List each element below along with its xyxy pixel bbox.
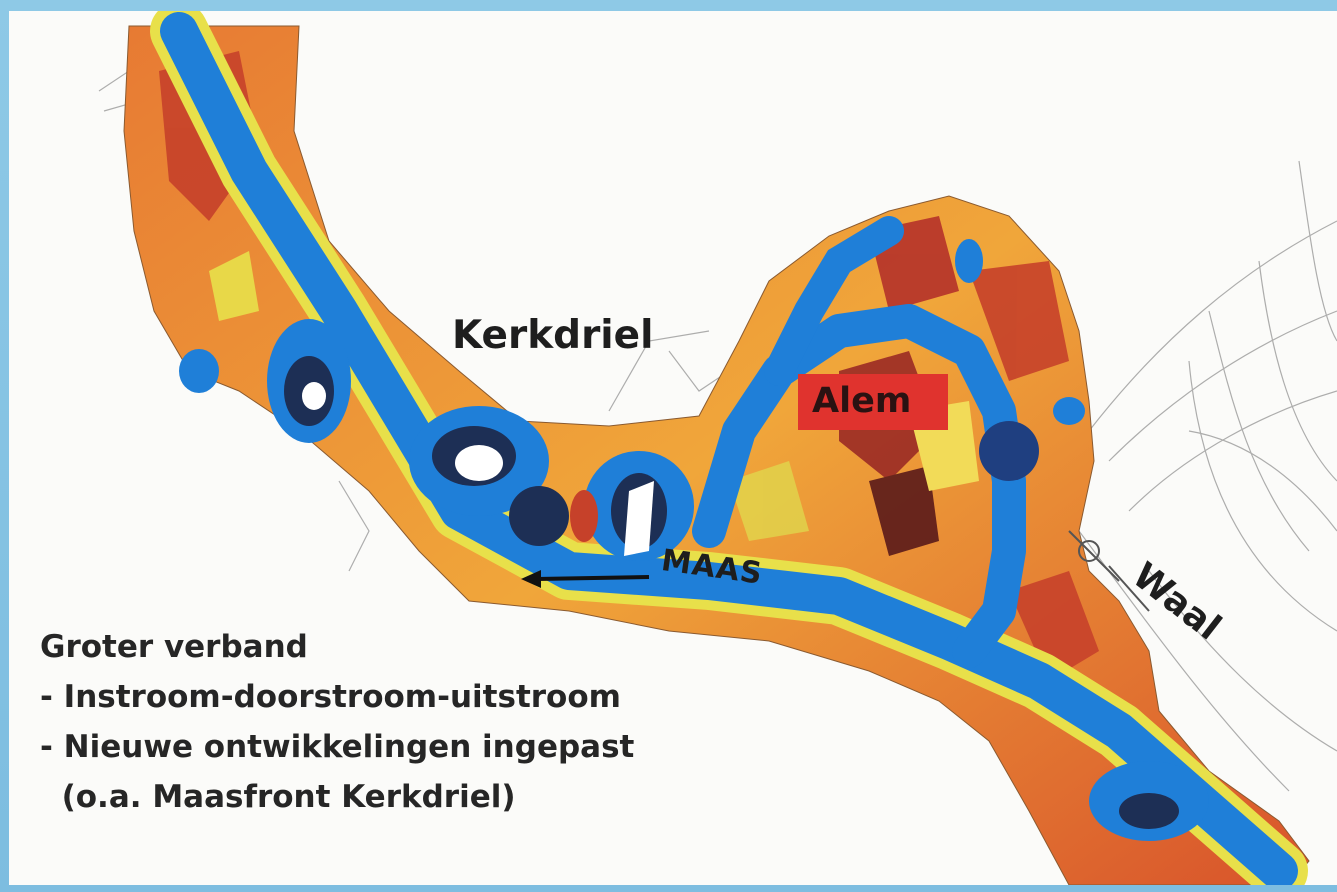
road-network xyxy=(98,70,1337,792)
river-loop xyxy=(692,304,1026,668)
label-alem: Alem xyxy=(812,381,912,421)
floodplain-map xyxy=(9,11,1337,885)
label-kerkdriel: Kerkdriel xyxy=(452,313,654,358)
flow-arrow xyxy=(521,570,650,588)
alem-highlight-box xyxy=(798,374,948,430)
river-maas-channel xyxy=(160,12,1298,885)
caption-heading: Groter verband xyxy=(40,629,308,665)
lakes xyxy=(179,239,1209,841)
caption-bullet-1: - Instroom-doorstroom-uitstroom xyxy=(40,679,621,715)
caption-bullet-2: - Nieuwe ontwikkelingen ingepast xyxy=(40,729,635,765)
caption-bullet-3: (o.a. Maasfront Kerkdriel) xyxy=(40,779,516,815)
caption-block: Groter verband - Instroom-doorstroom-uit… xyxy=(40,622,634,822)
river-branch xyxy=(764,216,904,386)
side-note xyxy=(23,51,43,111)
bridge xyxy=(1068,530,1150,612)
map-graphic xyxy=(98,11,1337,885)
